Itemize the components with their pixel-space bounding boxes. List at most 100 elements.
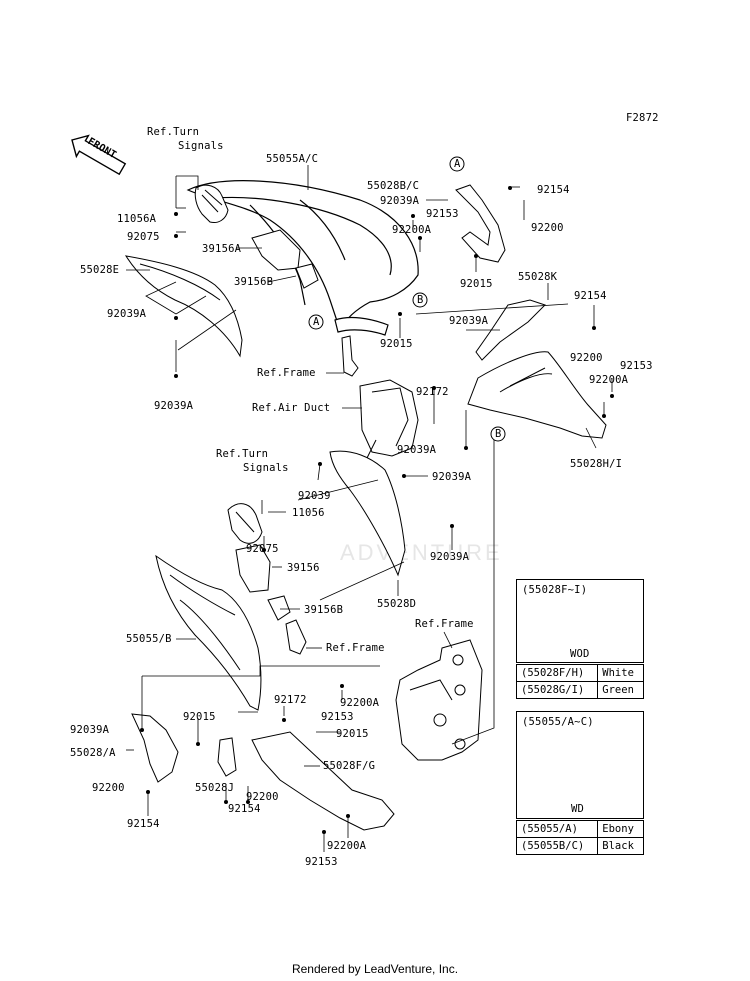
label-callout-a-2: A	[313, 316, 320, 328]
label-92039a: 92039A	[70, 724, 110, 736]
label-92200a: 92200A	[340, 697, 380, 709]
label-callout-b: B	[417, 294, 424, 306]
label-55028a: 55028/A	[70, 747, 116, 759]
label-92039a: 92039A	[397, 444, 437, 456]
table-cell-color: White	[597, 664, 644, 682]
label-92153: 92153	[620, 360, 653, 372]
label-92200: 92200	[246, 791, 279, 803]
table-cell-color: Black	[597, 837, 644, 855]
label-92172: 92172	[416, 386, 449, 398]
label-ref-frame: Ref.Frame	[326, 642, 385, 654]
label-92039: 92039	[298, 490, 331, 502]
label-92154: 92154	[228, 803, 261, 815]
color-table-55055: (55055/A)Ebony (55055B/C)Black	[515, 820, 644, 855]
label-55028e: 55028E	[80, 264, 120, 276]
side-panel-55028e	[124, 255, 243, 358]
center-panel-55028d	[329, 450, 406, 577]
label-92154: 92154	[537, 184, 570, 196]
label-92200: 92200	[531, 222, 564, 234]
label-55055ac: 55055A/C	[266, 153, 319, 165]
side-panel-55028a	[131, 713, 179, 783]
inset-caption: WOD	[570, 648, 590, 660]
label-92200a: 92200A	[327, 840, 367, 852]
label-callout-a: A	[454, 158, 461, 170]
label-92015: 92015	[336, 728, 369, 740]
label-55055b: 55055/B	[126, 633, 172, 645]
label-92039a: 92039A	[107, 308, 147, 320]
label-92153: 92153	[426, 208, 459, 220]
label-92015: 92015	[380, 338, 413, 350]
table-cell-code: (55028F/H)	[515, 664, 599, 682]
label-55028bc: 55028B/C	[367, 180, 420, 192]
label-92154: 92154	[127, 818, 160, 830]
seal-39156	[235, 544, 271, 593]
label-92015: 92015	[183, 711, 216, 723]
table-row: (55055B/C)Black	[515, 837, 644, 855]
label-92039a: 92039A	[154, 400, 194, 412]
label-92015: 92015	[460, 278, 493, 290]
label-39156a: 39156A	[202, 243, 242, 255]
inset-title: (55055/A~C)	[522, 716, 594, 728]
seal-39156b	[295, 263, 319, 289]
table-row: (55028G/I)Green	[515, 681, 644, 699]
inset-box-55028-variants	[516, 579, 644, 663]
label-55028hi: 55028H/I	[570, 458, 623, 470]
label-92200: 92200	[92, 782, 125, 794]
lower-cowl-55055b	[155, 554, 262, 711]
table-row: (55028F/H)White	[515, 664, 644, 682]
label-55028fg: 55028F/G	[323, 760, 376, 772]
table-cell-code: (55028G/I)	[515, 681, 599, 699]
label-92153: 92153	[305, 856, 338, 868]
label-92039a: 92039A	[432, 471, 472, 483]
label-ref-turn-signals-mid: Ref.Turn	[216, 448, 269, 460]
under-cowl-55028fg	[251, 731, 395, 831]
label-92200a: 92200A	[392, 224, 432, 236]
label-callout-b-2: B	[495, 428, 502, 440]
table-cell-code: (55055/A)	[515, 820, 599, 838]
front-arrow-icon	[71, 134, 127, 176]
frame-bracket-top	[341, 335, 359, 377]
label-92153: 92153	[321, 711, 354, 723]
label-92075: 92075	[246, 543, 279, 555]
footer-credit: Rendered by LeadVenture, Inc.	[291, 962, 459, 976]
table-cell-code: (55055B/C)	[515, 837, 599, 855]
label-39156: 39156	[287, 562, 320, 574]
inset-title: (55028F~I)	[522, 584, 588, 596]
label-55028d: 55028D	[377, 598, 417, 610]
label-ref-turn-signals-mid-2: Signals	[243, 462, 289, 474]
seal-39156b-lower	[267, 595, 291, 621]
label-92075: 92075	[127, 231, 160, 243]
label-39156b: 39156B	[234, 276, 274, 288]
table-cell-color: Green	[597, 681, 644, 699]
watermark-text: ADVENTURE	[340, 540, 503, 565]
figure-code: F2872	[626, 112, 659, 124]
label-92200a: 92200A	[589, 374, 629, 386]
air-duct-part	[359, 379, 419, 471]
color-table-55028: (55028F/H)White (55028G/I)Green	[515, 664, 644, 699]
side-panel-55028k	[475, 299, 546, 361]
inset-box-55055-variants	[516, 711, 644, 819]
turn-signal-bracket-mid	[227, 503, 263, 544]
label-ref-turn-signals: Ref.Turn	[147, 126, 200, 138]
label-ref-frame: Ref.Frame	[415, 618, 474, 630]
frame-bracket-lower	[285, 619, 307, 655]
lower-cowl-55028hi	[467, 351, 607, 439]
label-92172: 92172	[274, 694, 307, 706]
label-92039a: 92039A	[449, 315, 489, 327]
label-92039a: 92039A	[380, 195, 420, 207]
label-ref-air-duct: Ref.Air Duct	[252, 402, 331, 414]
inset-caption: WD	[571, 803, 585, 815]
table-cell-color: Ebony	[597, 820, 644, 838]
label-ref-frame: Ref.Frame	[257, 367, 316, 379]
label-92039a: 92039A	[430, 551, 470, 563]
label-ref-turn-signals-2: Signals	[178, 140, 224, 152]
label-55028j: 55028J	[195, 782, 235, 794]
main-frame-part	[395, 639, 483, 761]
turn-signal-bracket-top	[194, 184, 229, 223]
side-panel-55028j	[217, 737, 237, 777]
label-92200: 92200	[570, 352, 603, 364]
label-11056a: 11056A	[117, 213, 157, 225]
label-11056: 11056	[292, 507, 325, 519]
label-55028k: 55028K	[518, 271, 558, 283]
label-39156b: 39156B	[304, 604, 344, 616]
